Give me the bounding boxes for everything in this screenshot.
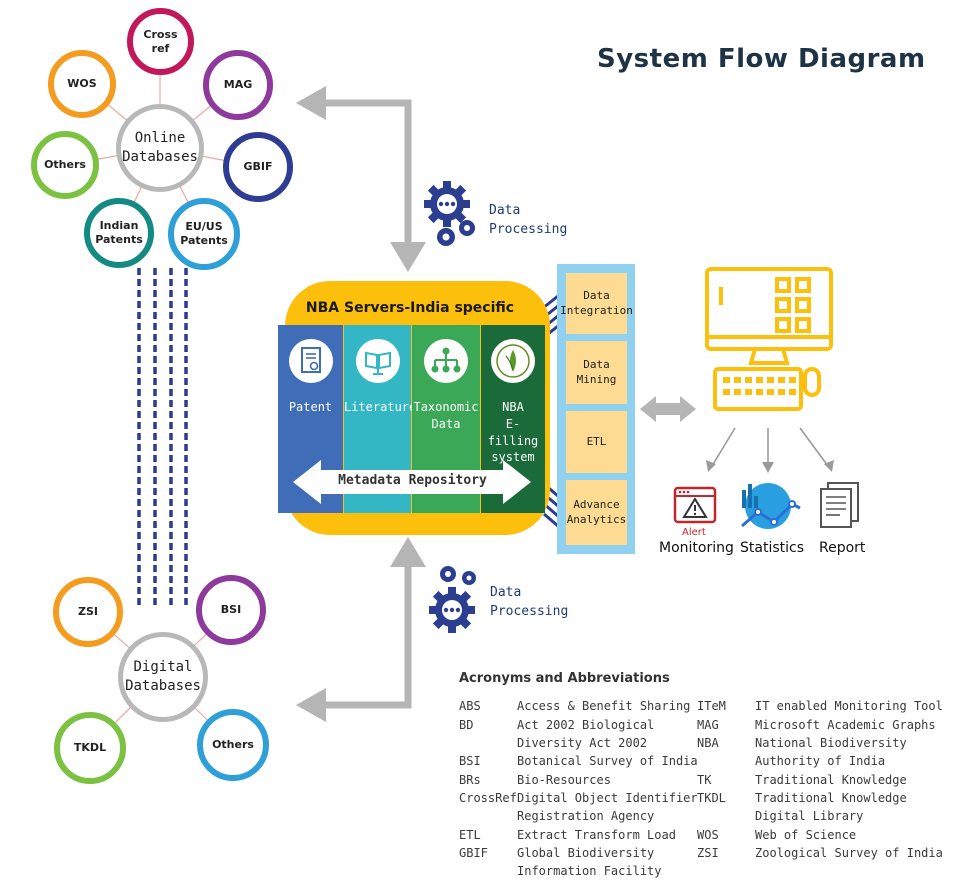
arrow-bottom-up-head xyxy=(390,537,426,567)
statistics-label: Statistics xyxy=(740,540,804,556)
acronym-abbr: WOS xyxy=(697,828,719,842)
book-icon xyxy=(355,339,400,383)
node-mag: MAG xyxy=(203,50,273,120)
acronym-def: Digital Object Identifier xyxy=(517,791,698,805)
arrow-top-down-head xyxy=(390,242,426,272)
statistics-icon xyxy=(741,483,801,529)
acronym-def: Authority of India xyxy=(755,754,886,768)
arrow-bottom-path xyxy=(320,555,412,709)
column-literature-label: Literature xyxy=(344,400,417,414)
acronym-abbr: BD xyxy=(459,718,474,732)
acronym-def: Access & Benefit Sharing xyxy=(517,699,691,713)
node-tkdl: TKDL xyxy=(54,712,126,784)
hierarchy-icon xyxy=(424,339,468,383)
acronym-abbr: TKDL xyxy=(697,791,726,805)
acronym-def: Traditional Knowledge xyxy=(755,773,907,787)
computer-icon xyxy=(705,267,833,411)
pipeline-data-mining: Data Mining xyxy=(566,341,627,404)
diagram-title: System Flow Diagram xyxy=(597,44,926,74)
acronym-def: Bio-Resources xyxy=(517,773,611,787)
acronym-abbr: CrossRef xyxy=(459,791,517,805)
arrow-to-report xyxy=(799,427,829,467)
acronym-abbr: ITeM xyxy=(697,699,726,713)
alert-label: Alert xyxy=(682,527,706,538)
alert-window-icon xyxy=(673,486,717,524)
node-others-online: Others xyxy=(31,131,99,199)
acronym-abbr: BSI xyxy=(459,754,481,768)
report-label: Report xyxy=(819,540,866,556)
metadata-repository-label: Metadata Repository xyxy=(338,473,487,488)
nba-logo-icon xyxy=(491,339,535,383)
certificate-icon xyxy=(288,339,333,383)
acronym-abbr: ABS xyxy=(459,699,481,713)
acronym-def: Information Facility xyxy=(517,864,662,878)
node-zsi: ZSI xyxy=(53,577,123,647)
arrow-to-monitoring xyxy=(711,427,736,467)
acronym-def: Diversity Act 2002 xyxy=(517,736,648,750)
acronyms-title: Acronyms and Abbreviations xyxy=(459,671,670,686)
pipeline-advance-analytics: Advance Analytics xyxy=(566,480,627,545)
double-arrow-panel-computer xyxy=(640,396,696,422)
metadata-repository-arrow xyxy=(293,460,531,504)
node-bsi: BSI xyxy=(196,575,266,645)
node-wos: WOS xyxy=(48,50,116,118)
acronym-def: Registration Agency xyxy=(517,809,655,823)
acronym-abbr: GBIF xyxy=(459,846,488,860)
acronym-def: Extract Transform Load xyxy=(517,828,676,842)
acronym-abbr: NBA xyxy=(697,736,719,750)
node-others-digital: Others xyxy=(197,709,269,781)
acronym-def: IT enabled Monitoring Tool xyxy=(755,699,943,713)
nba-servers-title: NBA Servers-India specific xyxy=(305,300,515,316)
monitoring-label: Monitoring xyxy=(659,540,734,556)
acronym-abbr: TK xyxy=(697,773,712,787)
acronym-abbr: ETL xyxy=(459,828,481,842)
arrow-top-left-head xyxy=(296,86,326,120)
acronym-def: Digital Library xyxy=(755,809,864,823)
acronym-def: Global Biodiversity xyxy=(517,846,655,860)
gears-icon xyxy=(429,566,476,633)
arrow-bottom-left-head xyxy=(296,688,326,722)
acronym-abbr: ZSI xyxy=(697,846,719,860)
acronym-abbr: BRs xyxy=(459,773,481,787)
acronym-abbr: MAG xyxy=(697,718,719,732)
node-gbif: GBIF xyxy=(223,132,293,202)
acronym-def: Web of Science xyxy=(755,828,857,842)
arrow-top-path xyxy=(320,99,412,250)
acronym-def: Traditional Knowledge xyxy=(755,791,907,805)
acronym-def: Microsoft Academic Graphs xyxy=(755,718,936,732)
pipeline-data-integration: Data Integration xyxy=(560,273,633,334)
acronym-def: Botanical Survey of India xyxy=(517,754,698,768)
acronym-def: National Biodiversity xyxy=(755,736,907,750)
pipeline-etl: ETL xyxy=(566,411,627,473)
gears-icon xyxy=(424,181,475,246)
acronym-def: Act 2002 Biological xyxy=(517,718,655,732)
report-icon xyxy=(820,482,859,528)
column-patent-label: Patent xyxy=(288,400,333,414)
acronym-def: Zoological Survey of India xyxy=(755,846,943,860)
